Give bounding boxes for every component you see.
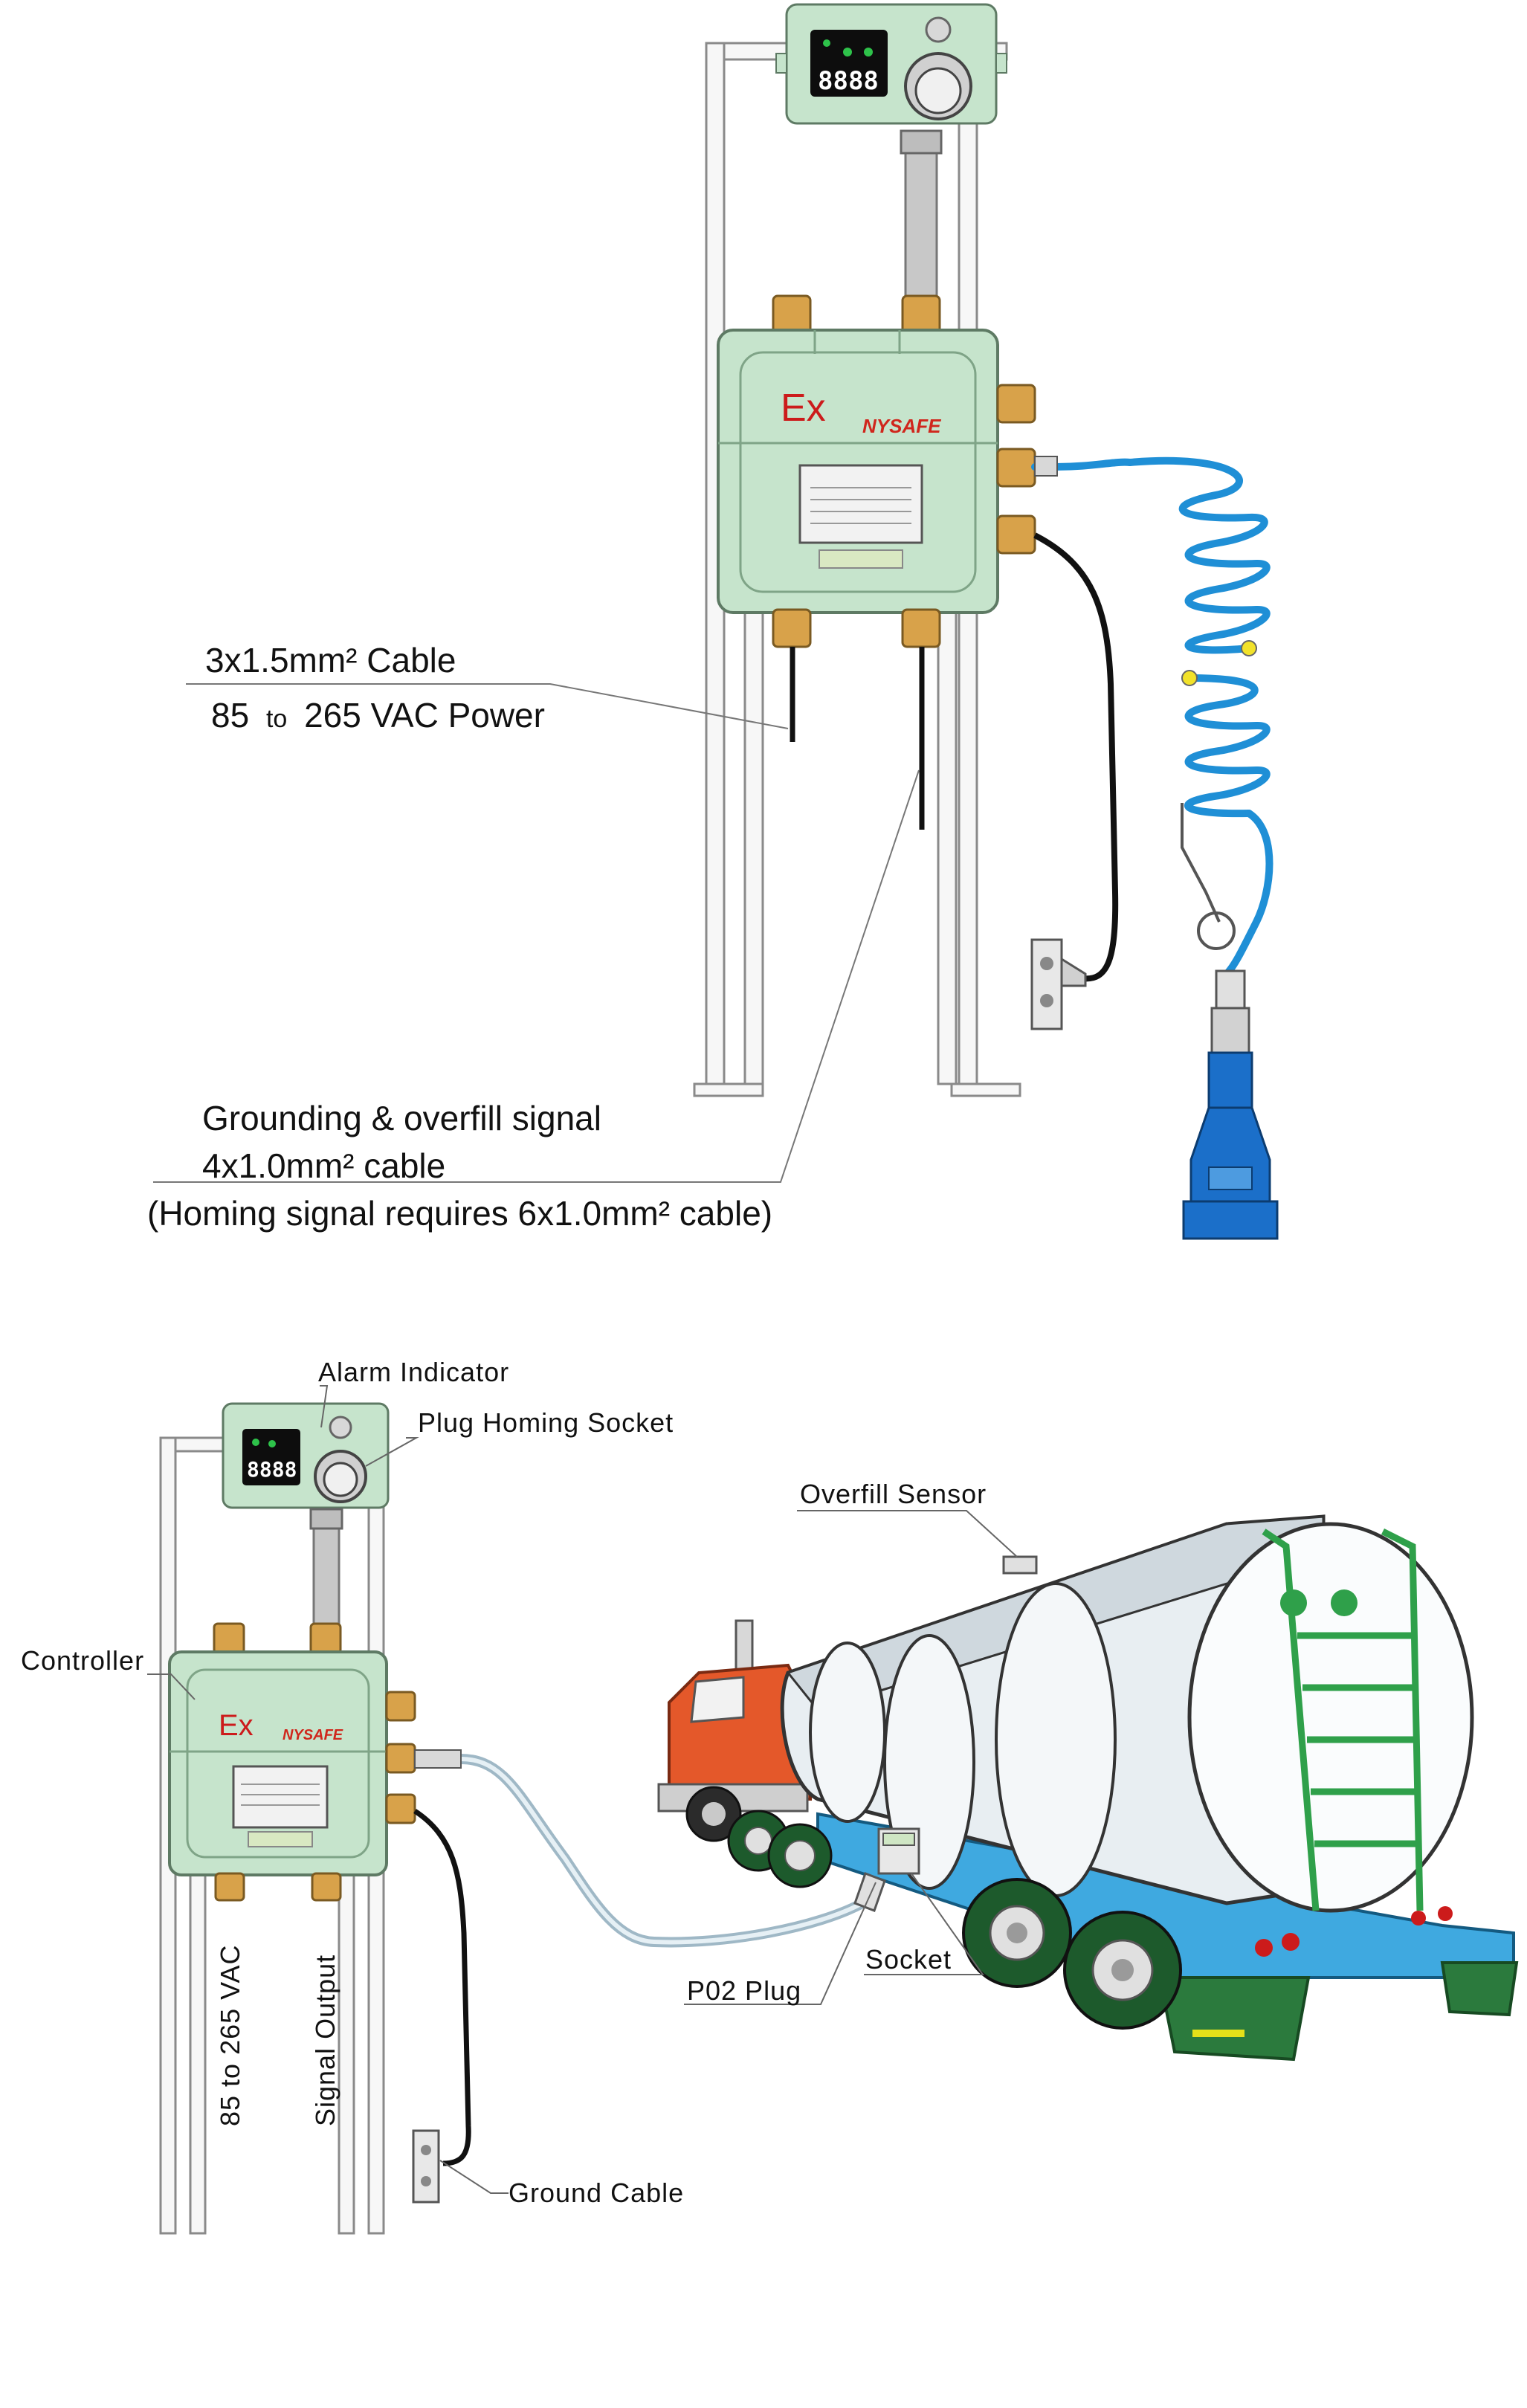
label-grounding-cable: 4x1.0mm² cable <box>202 1146 445 1185</box>
top-ground-clamp <box>1030 938 1087 1030</box>
bottom-assembly: 8888 Ex NYSAFE <box>21 1357 1519 2235</box>
top-leader-lines <box>153 683 920 1183</box>
tank-ladder <box>1262 1528 1424 1911</box>
tanker-truck <box>657 1514 1519 2062</box>
top-display-digits: 8888 <box>818 66 879 96</box>
overfill-sensor-unit <box>1002 1555 1038 1575</box>
label-power-spec: 85 to 265 VAC Power <box>211 696 545 735</box>
label-homing-note: (Homing signal requires 6x1.0mm² cable) <box>147 1194 772 1233</box>
top-cable-glands-upper <box>772 294 941 335</box>
bottom-glands-upper <box>213 1622 342 1655</box>
bottom-glands-lower <box>214 1872 342 1902</box>
bottom-glands-side <box>385 1691 416 1824</box>
label-cable-spec: 3x1.5mm² Cable <box>205 641 456 680</box>
top-coiled-cable <box>1031 456 1273 978</box>
bottom-display-digits: 8888 <box>247 1457 297 1482</box>
bottom-alarm-indicator-box: 8888 <box>222 1402 390 1509</box>
truck-cab <box>657 1619 812 1842</box>
label-socket: Socket <box>865 1944 952 1975</box>
label-p02-plug: P02 Plug <box>687 1975 801 2006</box>
bottom-ground-cable <box>413 1809 471 2166</box>
label-controller: Controller <box>21 1645 144 1676</box>
label-ground-cable: Ground Cable <box>509 2178 684 2208</box>
top-p02-plug <box>1182 969 1279 1240</box>
truck-socket <box>853 1827 920 1912</box>
top-conduit-pipe <box>904 131 938 305</box>
top-brand-logo: NYSAFE <box>862 415 941 437</box>
top-controller-box: Ex NYSAFE <box>717 329 999 614</box>
top-alarm-indicator-box: 8888 <box>775 3 1007 125</box>
label-overfill-sensor: Overfill Sensor <box>800 1479 987 1509</box>
top-ex-mark: Ex <box>781 387 826 430</box>
bottom-controller-box: Ex NYSAFE <box>168 1650 388 1876</box>
mudflap-rear-right <box>1440 1961 1519 2017</box>
bottom-ground-clamp <box>412 2129 440 2204</box>
top-cable-glands-side <box>996 384 1036 555</box>
top-assembly: 8888 Ex NYSAFE <box>147 3 1279 1240</box>
top-plug-ring <box>1181 803 1236 950</box>
label-alarm-indicator: Alarm Indicator <box>318 1357 509 1387</box>
truck-wheels <box>727 1810 1182 2030</box>
bottom-leader-lines <box>147 1385 1018 2194</box>
mudflap-rear-left <box>1158 1976 1311 2062</box>
label-grounding-signal: Grounding & overfill signal <box>202 1099 601 1137</box>
trailer-frame <box>816 1812 1519 2062</box>
bottom-brand-logo: NYSAFE <box>283 1727 343 1743</box>
label-plug-homing-socket: Plug Homing Socket <box>418 1407 674 1438</box>
label-power-vertical: 85 to 265 VAC <box>215 1945 245 2127</box>
top-cable-glands-lower <box>772 608 941 648</box>
bottom-ex-mark: Ex <box>219 1709 254 1742</box>
top-ground-cable <box>1033 532 1119 982</box>
label-signal-output: Signal Output <box>310 1955 340 2126</box>
